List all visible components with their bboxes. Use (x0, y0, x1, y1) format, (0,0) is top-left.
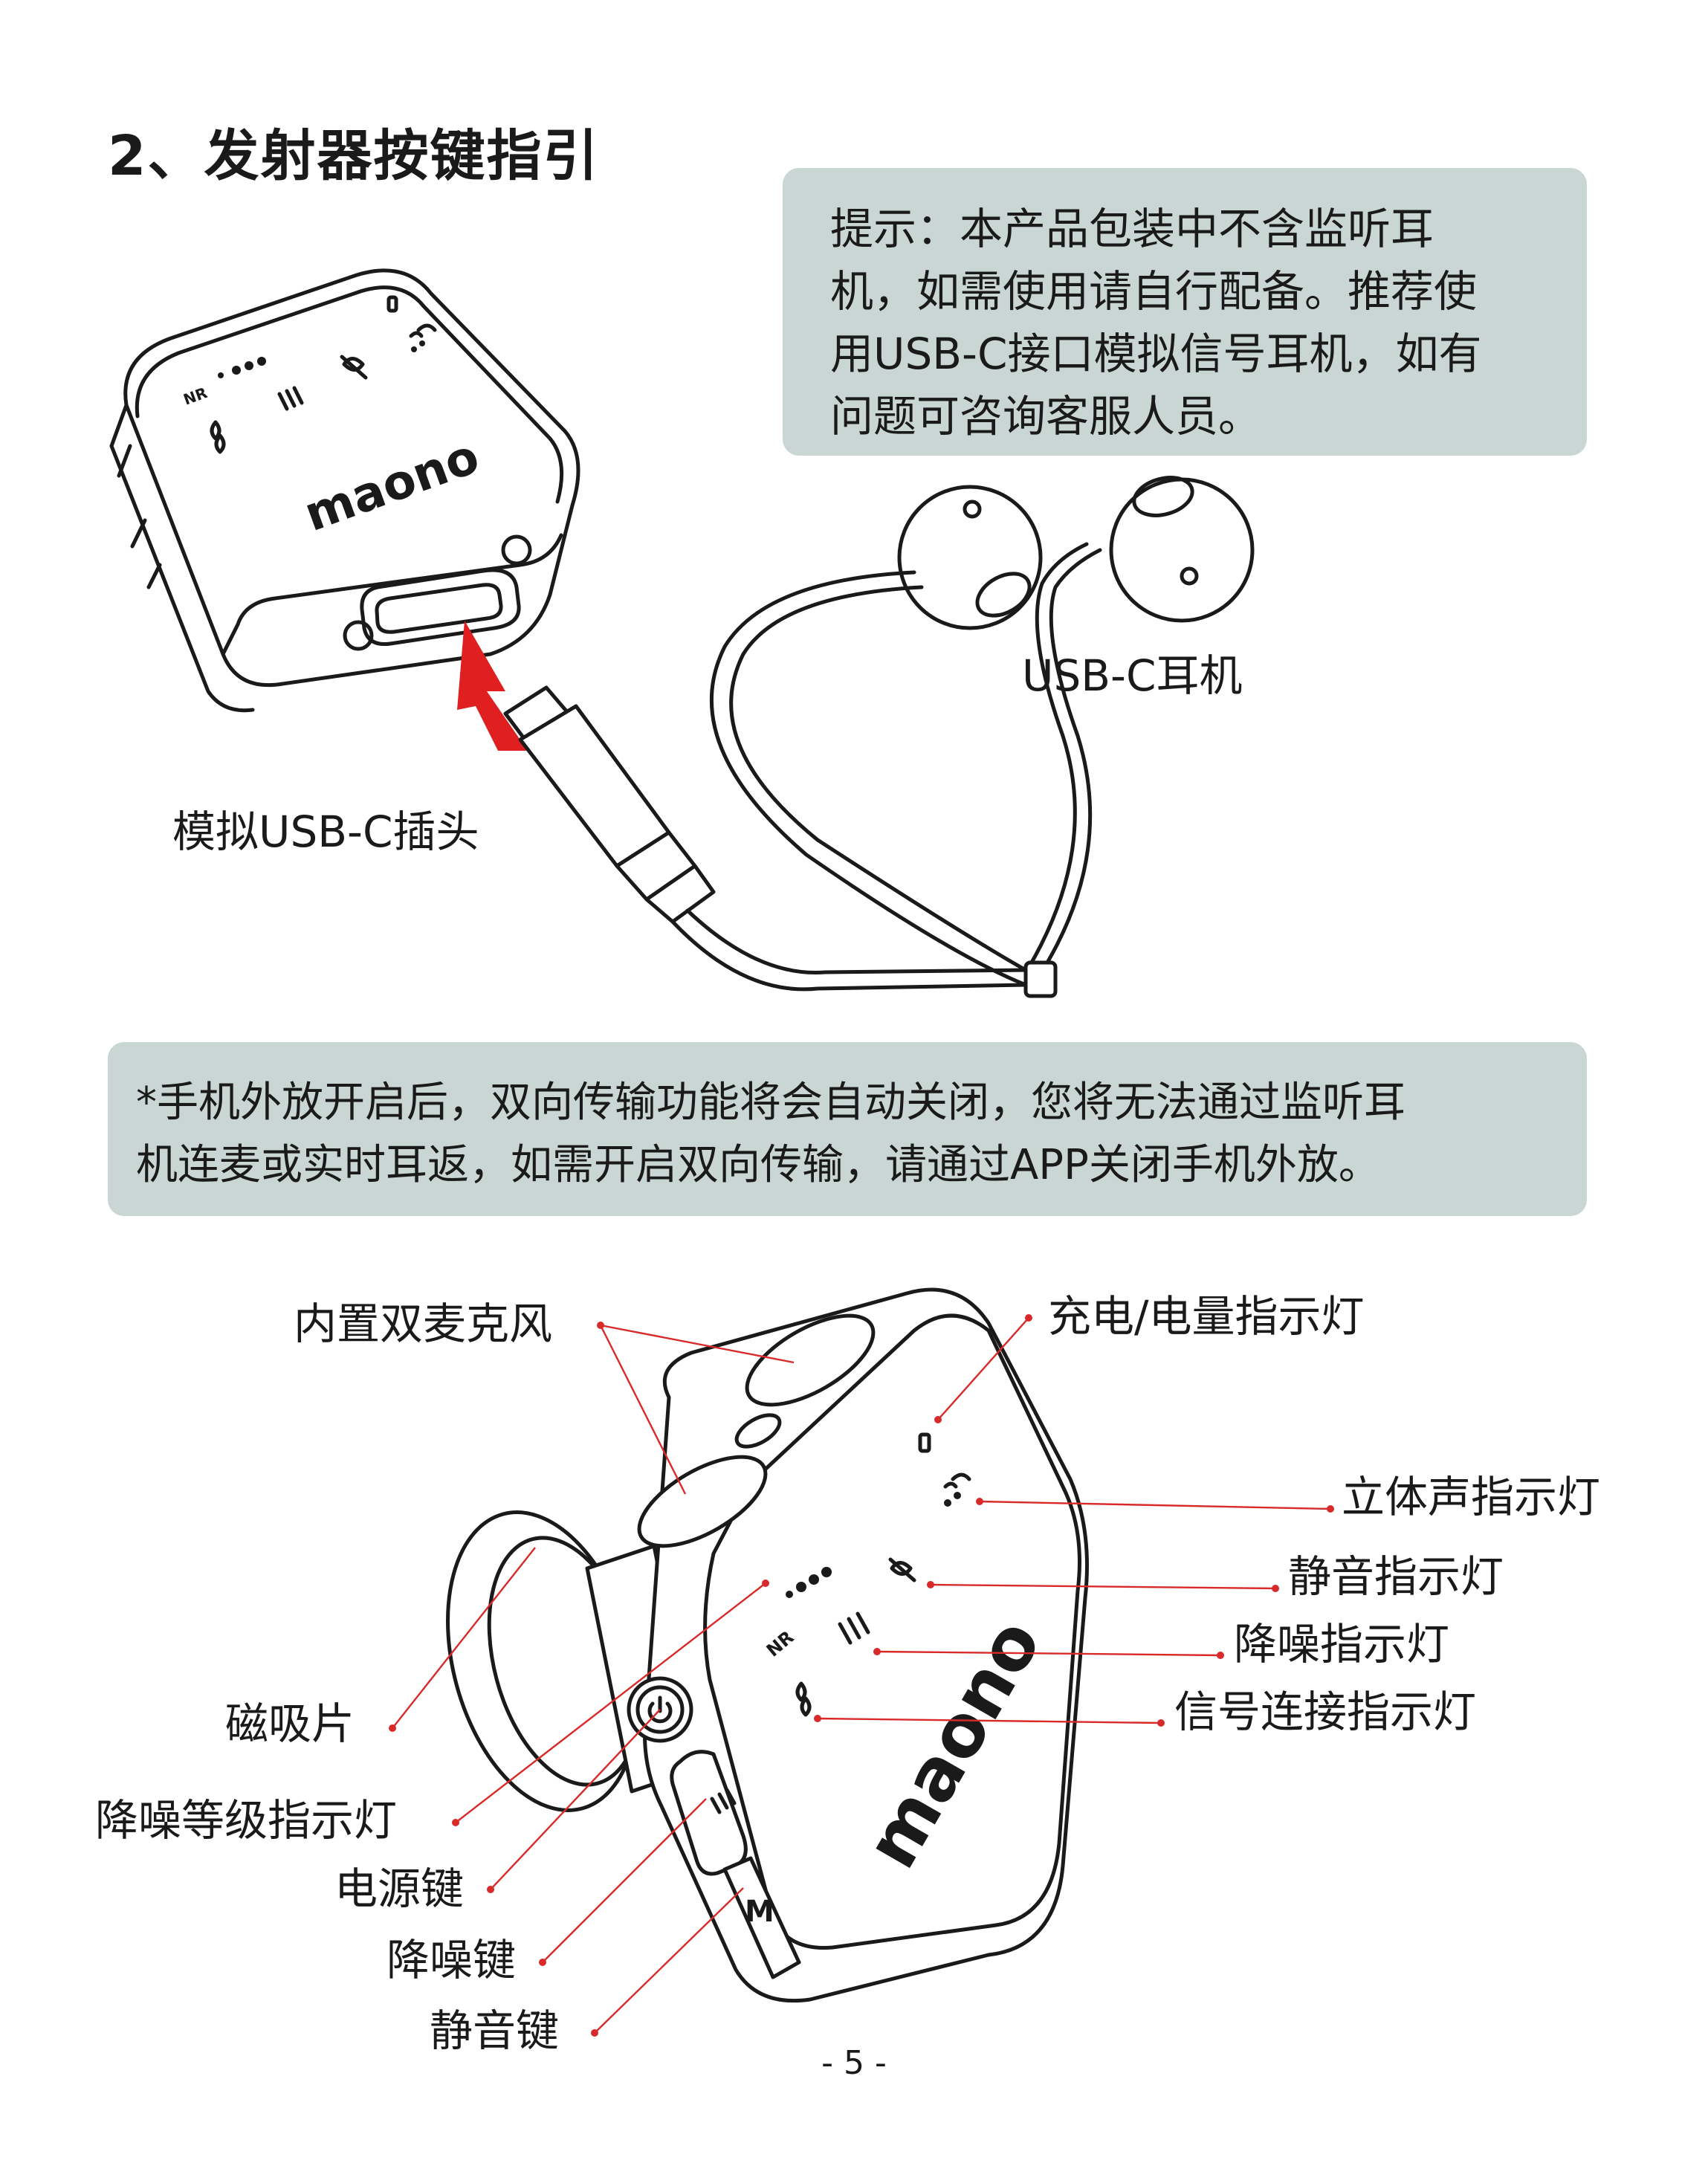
callout-mute-key: 静音键 (430, 2005, 560, 2056)
tip-line: 问题可咨询客服人员。 (830, 391, 1262, 442)
tip-line: 机，如需使用请自行配备。推荐使 (830, 266, 1478, 317)
section-title: 2、发射器按键指引 (108, 124, 600, 188)
tip-line: 提示：本产品包装中不含监听耳 (830, 204, 1434, 254)
callout-link-led: 信号连接指示灯 (1174, 1687, 1477, 1737)
plug-label: 模拟USB-C插头 (172, 806, 479, 857)
callout-power-key: 电源键 (334, 1863, 465, 1914)
callout-dual-mic: 内置双麦克风 (294, 1299, 553, 1349)
callout-mute-led: 静音指示灯 (1288, 1551, 1504, 1602)
tip-line: 用USB-C接口模拟信号耳机，如有 (830, 329, 1482, 379)
warning-note: *手机外放开启后，双向传输功能将会自动关闭，您将无法通过监听耳 机连麦或实时耳返… (108, 1042, 1587, 1216)
transmitter-bottom-illustration (446, 1287, 1089, 2003)
callout-nr-led: 降噪指示灯 (1234, 1619, 1450, 1669)
callout-nr-key: 降噪键 (386, 1935, 517, 1985)
callout-nr-level-led: 降噪等级指示灯 (95, 1795, 398, 1846)
callout-magnet: 磁吸片 (225, 1698, 355, 1749)
transmitter-top-illustration (109, 268, 580, 713)
warning-line: 机连麦或实时耳返，如需开启双向传输，请通过APP关闭手机外放。 (136, 1141, 1380, 1189)
callout-stereo-led: 立体声指示灯 (1342, 1472, 1601, 1522)
warning-line: *手机外放开启后，双向传输功能将会自动关闭，您将无法通过监听耳 (136, 1079, 1405, 1127)
insert-arrow-icon (457, 621, 528, 751)
tip-note: 提示：本产品包装中不含监听耳 机，如需使用请自行配备。推荐使 用USB-C接口模… (783, 168, 1587, 456)
earphone-label: USB-C耳机 (1022, 650, 1243, 701)
page-number: - 5 - (821, 2044, 887, 2082)
usb-plug-illustration (503, 685, 1032, 992)
earphone-illustration (709, 476, 1255, 998)
device-m-key: M (745, 1895, 774, 1929)
callout-charge-led: 充电/电量指示灯 (1048, 1291, 1365, 1342)
callout-lines (389, 1314, 1334, 2037)
